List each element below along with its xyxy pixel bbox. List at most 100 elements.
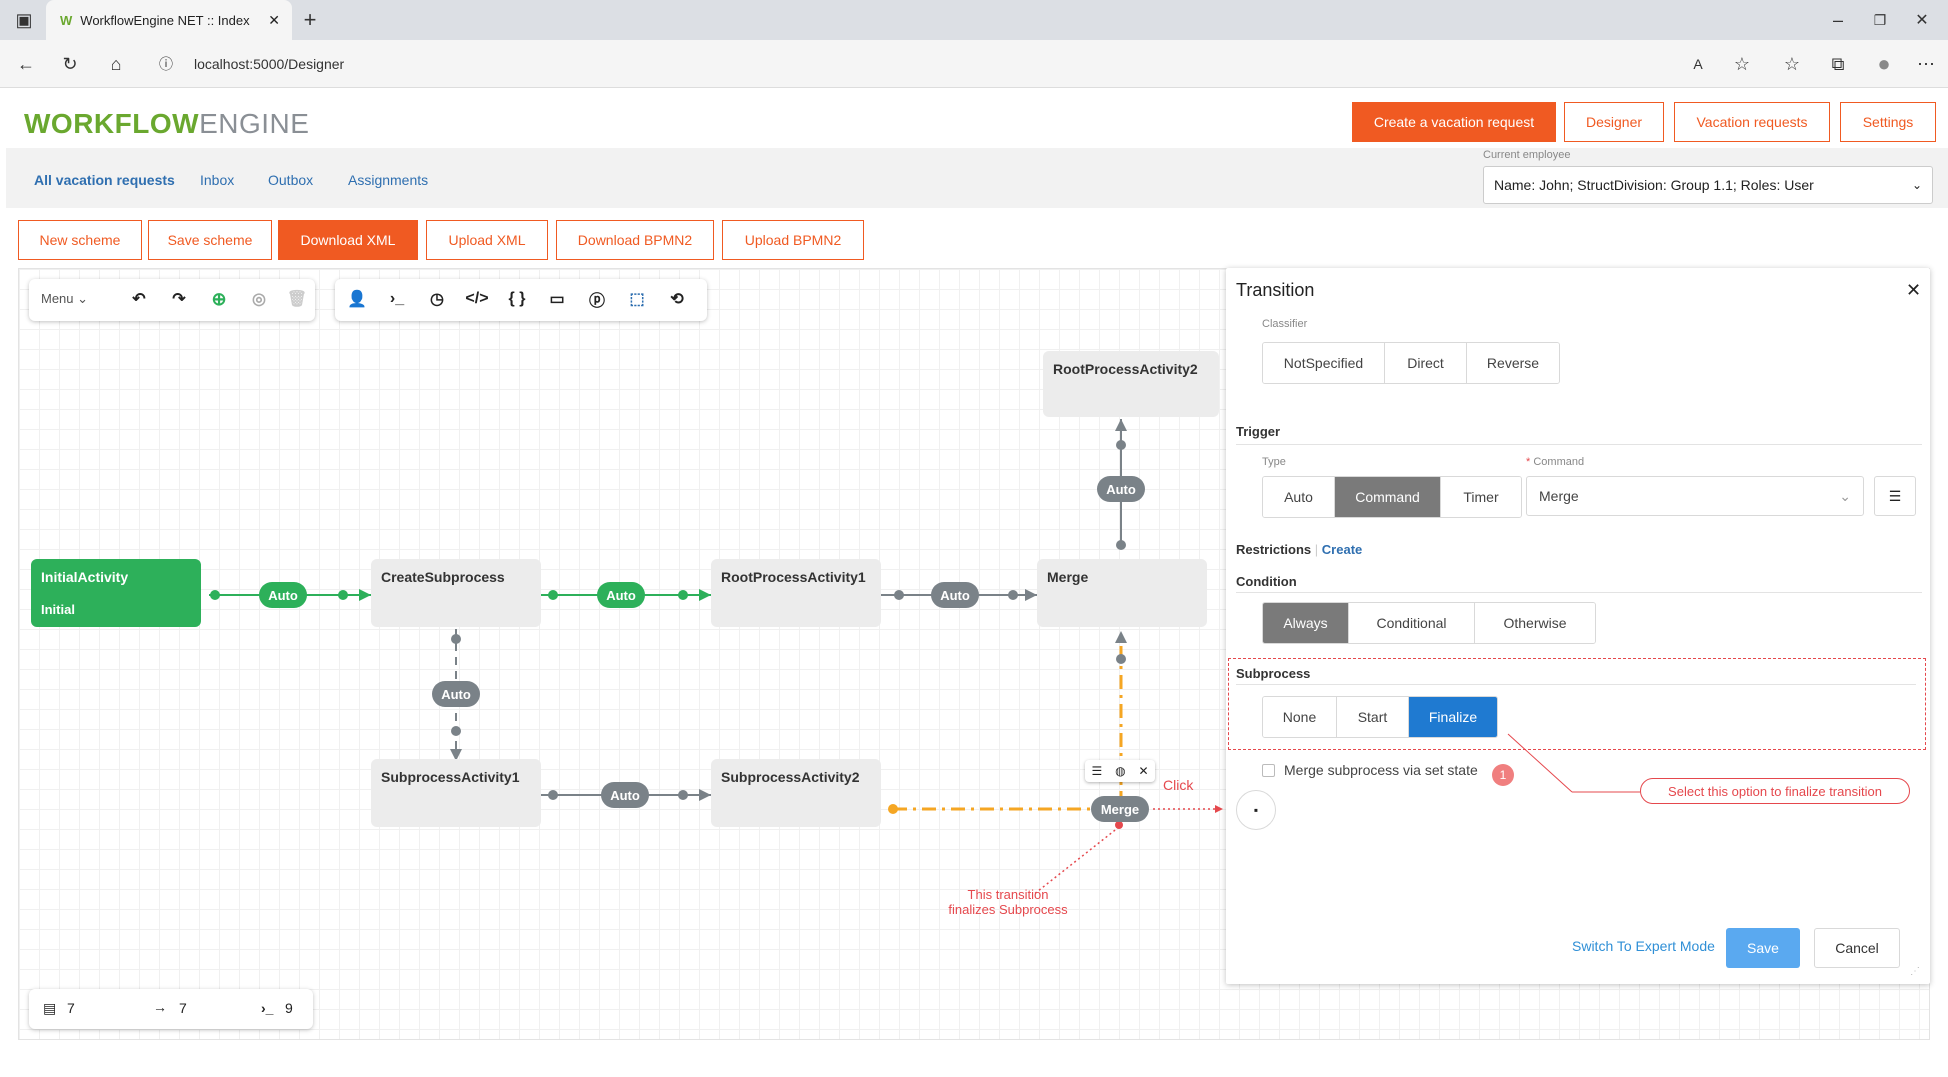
- subprocess-start[interactable]: Start: [1337, 697, 1409, 737]
- url-field[interactable]: localhost:5000/Designer: [194, 56, 345, 72]
- back-icon[interactable]: ←: [17, 53, 35, 74]
- timers-icon[interactable]: ◷: [430, 291, 444, 308]
- trigger-type-command[interactable]: Command: [1335, 477, 1441, 517]
- profile-avatar[interactable]: ●: [1877, 51, 1891, 76]
- redo-icon[interactable]: ↷: [172, 291, 186, 308]
- current-employee-select[interactable]: Name: John; StructDivision: Group 1.1; R…: [1483, 166, 1933, 204]
- actors-icon[interactable]: 👤: [347, 291, 367, 308]
- new-tab-icon[interactable]: +: [303, 7, 317, 32]
- transitions-count: 7: [179, 1000, 187, 1016]
- activity-initial[interactable]: InitialActivity Initial: [31, 559, 201, 627]
- activity-create-subprocess[interactable]: CreateSubprocess: [371, 559, 541, 627]
- activity-subprocess-1[interactable]: SubprocessActivity1: [371, 759, 541, 827]
- workflow-engine-logo[interactable]: WORKFLOWENGINE: [24, 108, 310, 139]
- condition-conditional[interactable]: Conditional: [1349, 603, 1475, 643]
- collections-icon[interactable]: ⧉: [1831, 53, 1845, 74]
- code-actions-icon[interactable]: </>: [465, 290, 489, 307]
- favorites-icon[interactable]: ☆: [1783, 53, 1801, 74]
- reload-icon[interactable]: ↻: [62, 53, 78, 74]
- subprocess-selector: None Start Finalize: [1262, 696, 1498, 738]
- transition-root1-to-merge[interactable]: Auto: [931, 582, 979, 608]
- palette-icon[interactable]: ◍: [1115, 764, 1126, 778]
- browser-tab[interactable]: W WorkflowEngine NET :: Index ✕: [46, 0, 292, 40]
- switch-expert-mode-link[interactable]: Switch To Expert Mode: [1572, 938, 1715, 954]
- classifier-reverse[interactable]: Reverse: [1467, 343, 1559, 383]
- activity-subprocess-2[interactable]: SubprocessActivity2: [711, 759, 881, 827]
- nav-all-vacation-requests[interactable]: All vacation requests: [34, 172, 175, 188]
- process-info-icon[interactable]: ⓟ: [588, 293, 605, 310]
- restore-icon[interactable]: ❐: [1873, 11, 1887, 28]
- chevron-down-icon: ⌄: [77, 291, 89, 306]
- upload-xml-button[interactable]: Upload XML: [426, 220, 548, 260]
- upload-bpmn2-button[interactable]: Upload BPMN2: [722, 220, 864, 260]
- toggle-icon[interactable]: ◎: [252, 291, 266, 308]
- nav-outbox[interactable]: Outbox: [268, 172, 314, 188]
- close-window-icon[interactable]: ✕: [1915, 12, 1929, 29]
- close-icon[interactable]: ✕: [1906, 280, 1922, 300]
- condition-always[interactable]: Always: [1263, 603, 1349, 643]
- commands-icon[interactable]: ›_: [389, 290, 405, 307]
- more-menu-icon[interactable]: ⋯: [1917, 53, 1935, 74]
- menu-button[interactable]: Menu ⌄: [41, 291, 89, 306]
- undo-icon[interactable]: ↶: [132, 291, 146, 308]
- history-icon[interactable]: ⟲: [670, 291, 684, 308]
- download-xml-button[interactable]: Download XML: [278, 220, 418, 260]
- transition-sub2-to-merge[interactable]: Merge: [1091, 796, 1149, 822]
- settings-button[interactable]: Settings: [1840, 102, 1936, 142]
- classifier-notspecified[interactable]: NotSpecified: [1263, 343, 1385, 383]
- save-button[interactable]: Save: [1726, 928, 1800, 968]
- download-bpmn2-button[interactable]: Download BPMN2: [556, 220, 714, 260]
- minimize-icon[interactable]: –: [1832, 9, 1843, 30]
- classifier-direct[interactable]: Direct: [1385, 343, 1467, 383]
- panel-title: Transition: [1236, 280, 1315, 300]
- create-vacation-request-button[interactable]: Create a vacation request: [1352, 102, 1556, 142]
- vacation-requests-button[interactable]: Vacation requests: [1674, 102, 1830, 142]
- add-activity-icon[interactable]: ⊕: [211, 288, 227, 309]
- create-restriction-link[interactable]: Create: [1321, 542, 1363, 557]
- transition-create-to-sub1[interactable]: Auto: [432, 681, 480, 707]
- save-scheme-button[interactable]: Save scheme: [148, 220, 272, 260]
- edit-settings-icon[interactable]: ☰: [1091, 764, 1103, 778]
- comments-icon[interactable]: ▭: [549, 291, 565, 308]
- condition-otherwise[interactable]: Otherwise: [1475, 603, 1595, 643]
- designer-button[interactable]: Designer: [1564, 102, 1664, 142]
- activity-merge[interactable]: Merge: [1037, 559, 1207, 627]
- transition-sub1-to-sub2[interactable]: Auto: [601, 782, 649, 808]
- cancel-button[interactable]: Cancel: [1814, 928, 1900, 968]
- restrictions-label: Restrictions | Create: [1236, 542, 1363, 557]
- trigger-type-timer[interactable]: Timer: [1441, 477, 1521, 517]
- favorite-add-icon[interactable]: ☆: [1733, 53, 1751, 74]
- subprocess-none[interactable]: None: [1263, 697, 1337, 737]
- chevron-down-icon: ⌄: [1839, 487, 1851, 504]
- selection-icon[interactable]: ⬚: [629, 291, 645, 308]
- commands-count-icon: ›_: [261, 1000, 274, 1016]
- merge-subprocess-checkbox[interactable]: [1262, 764, 1275, 777]
- condition-selector: Always Conditional Otherwise: [1262, 602, 1596, 644]
- activity-root-process-2[interactable]: RootProcessActivity2: [1043, 351, 1219, 417]
- nav-assignments[interactable]: Assignments: [348, 172, 429, 188]
- trigger-type-auto[interactable]: Auto: [1263, 477, 1335, 517]
- command-settings-icon[interactable]: ☰: [1874, 476, 1916, 516]
- resize-handle-icon[interactable]: ⋰: [1910, 966, 1920, 977]
- read-aloud-icon[interactable]: A: [1693, 56, 1703, 72]
- designer-toolbar-left: Menu ⌄ ↶ ↷ ⊕ ◎ 🗑: [29, 279, 315, 321]
- activity-root-process-1[interactable]: RootProcessActivity1: [711, 559, 881, 627]
- info-icon[interactable]: ⓘ: [159, 56, 173, 72]
- command-select[interactable]: Merge ⌄: [1526, 476, 1864, 516]
- current-employee-value: Name: John; StructDivision: Group 1.1; R…: [1494, 177, 1814, 193]
- transition-create-to-root1[interactable]: Auto: [597, 582, 645, 608]
- delete-icon[interactable]: 🗑: [286, 291, 308, 308]
- comment-icon[interactable]: ▪: [1236, 790, 1276, 830]
- subprocess-finalize[interactable]: Finalize: [1409, 697, 1497, 737]
- delete-transition-icon[interactable]: ✕: [1138, 764, 1149, 778]
- transition-action-bar: ☰ ◍ ✕: [1085, 760, 1155, 782]
- new-scheme-button[interactable]: New scheme: [18, 220, 142, 260]
- close-tab-icon[interactable]: ✕: [268, 11, 280, 28]
- chevron-down-icon: ⌄: [1911, 178, 1922, 192]
- transition-initial-to-create[interactable]: Auto: [259, 582, 307, 608]
- sidebar-toggle-icon[interactable]: ▣: [15, 9, 33, 30]
- nav-inbox[interactable]: Inbox: [200, 172, 235, 188]
- transition-merge-to-root2[interactable]: Auto: [1097, 476, 1145, 502]
- home-icon[interactable]: ⌂: [110, 53, 122, 74]
- parameters-icon[interactable]: { }: [508, 290, 526, 307]
